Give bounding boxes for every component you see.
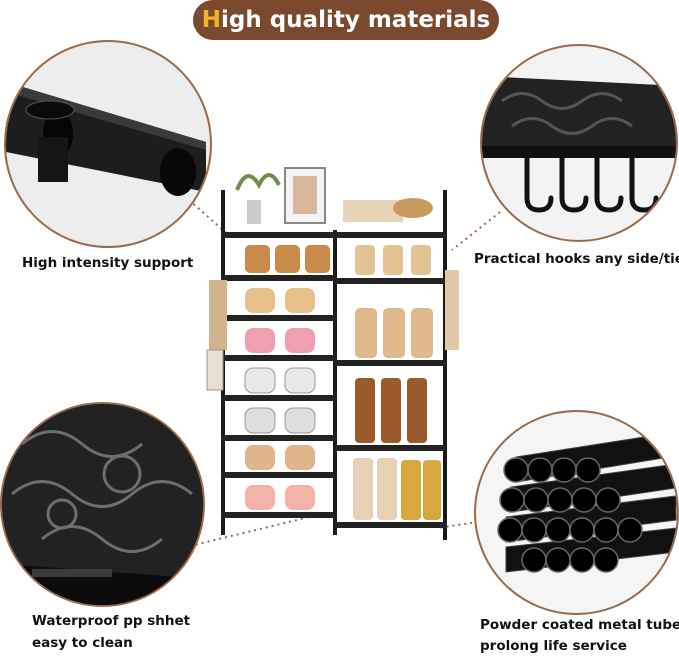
caption-powder-coated-line1: Powder coated metal tubes	[480, 617, 679, 633]
caption-waterproof-line1: Waterproof pp shhet	[32, 613, 191, 629]
title-text: igh quality materials	[220, 7, 491, 33]
caption-practical-hooks: Practical hooks any side/tier	[474, 251, 679, 267]
rack-shelves	[221, 232, 447, 528]
hanging-items	[206, 270, 459, 391]
shoes-left-column	[244, 245, 330, 510]
hooks-closeup	[480, 44, 678, 242]
shoe-rack-product	[206, 167, 459, 540]
top-decor-items	[235, 167, 433, 224]
pp-sheet-closeup	[0, 402, 205, 607]
folded-towels	[343, 200, 403, 222]
shoes-right-column	[353, 245, 441, 520]
caption-high-intensity-support: High intensity support	[22, 255, 194, 271]
connector-top-right	[451, 211, 501, 251]
straw-hat	[393, 198, 433, 218]
caption-waterproof-line2: easy to clean	[32, 635, 133, 651]
plant	[235, 173, 281, 191]
title-accent-letter: H	[201, 7, 221, 33]
metal-tubes-closeup	[474, 410, 679, 615]
caption-powder-coated-line2: prolong life service	[480, 638, 627, 654]
support-joint-closeup	[4, 40, 212, 248]
